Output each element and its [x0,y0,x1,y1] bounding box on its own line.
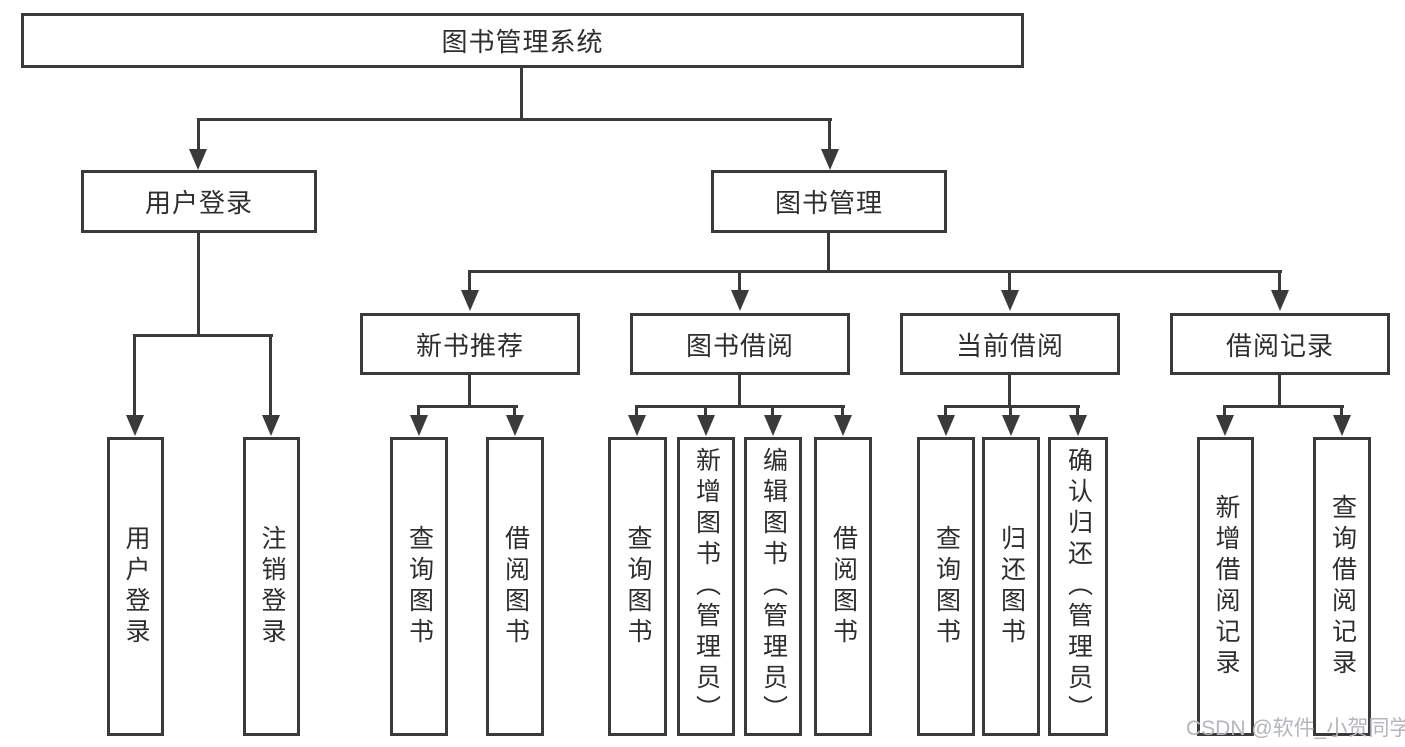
node-root-label: 图书管理系统 [441,27,604,57]
arrow-down-icon [834,415,852,436]
connector-line [269,334,272,418]
node-leaf-query-book-1: 查询图书 [390,437,448,736]
connector-line [417,405,420,418]
connector-line [468,270,1282,273]
connector-line [828,118,831,151]
node-leaf-return-book-label: 归还图书 [997,524,1026,649]
node-leaf-user-login: 用户登录 [107,437,164,736]
arrow-down-icon [262,415,280,436]
connector-line [704,405,707,418]
arrow-down-icon [697,415,715,436]
connector-line [197,118,200,151]
connector-line [133,334,273,337]
arrow-down-icon [1001,290,1019,311]
connector-line [771,405,774,418]
node-leaf-add-borrow-record: 新增借阅记录 [1197,437,1254,736]
node-leaf-borrow-book-2-label: 借阅图书 [829,524,858,649]
connector-line [635,405,845,408]
arrow-down-icon [628,415,646,436]
arrow-down-icon [506,415,524,436]
connector-line [944,405,1080,408]
node-book-borrow-label: 图书借阅 [685,330,794,361]
connector-line [1278,375,1281,408]
node-new-book-recommend: 新书推荐 [360,313,580,375]
connector-line [1278,270,1281,293]
connector-line [841,405,844,418]
node-leaf-logout-label: 注销登录 [258,524,286,649]
connector-line [197,233,200,336]
arrow-down-icon [1216,415,1234,436]
node-leaf-borrow-book-2: 借阅图书 [814,437,872,736]
node-leaf-query-book-2: 查询图书 [608,437,667,736]
connector-line [1076,405,1079,418]
connector-line [1223,405,1226,418]
connector-line [197,118,832,121]
node-leaf-borrow-book-1-label: 借阅图书 [501,524,530,649]
arrow-down-icon [126,415,144,436]
arrow-down-icon [410,415,428,436]
node-user-login: 用户登录 [81,170,317,233]
arrow-down-icon [189,149,207,170]
connector-line [1008,375,1011,408]
node-leaf-query-book-1-label: 查询图书 [405,524,434,649]
connector-line [738,375,741,408]
node-leaf-query-borrow-record: 查询借阅记录 [1313,437,1371,736]
node-leaf-logout: 注销登录 [243,437,300,736]
arrow-down-icon [731,290,749,311]
node-leaf-add-book-admin: 新增图书（管理员） [677,437,735,736]
node-leaf-query-book-2-label: 查询图书 [624,524,652,649]
node-borrow-records: 借阅记录 [1170,313,1390,375]
connector-line [944,405,947,418]
node-current-borrow-label: 当前借阅 [955,330,1064,361]
node-leaf-confirm-return-admin: 确认归还（管理员） [1048,437,1108,736]
node-leaf-user-login-label: 用户登录 [122,524,150,649]
node-leaf-add-borrow-record-label: 新增借阅记录 [1212,493,1240,680]
connector-line [513,405,516,418]
connector-line [827,233,830,273]
arrow-down-icon [821,149,839,170]
connector-line [1009,405,1012,418]
node-book-management-label: 图书管理 [774,188,883,218]
node-leaf-query-borrow-record-label: 查询借阅记录 [1328,493,1357,680]
arrow-down-icon [1333,415,1351,436]
node-leaf-query-book-3: 查询图书 [917,437,975,736]
node-root: 图书管理系统 [21,13,1024,68]
node-leaf-borrow-book-1: 借阅图书 [486,437,544,736]
connector-line [133,334,136,418]
arrow-down-icon [764,415,782,436]
node-leaf-add-book-admin-label: 新增图书（管理员） [692,447,721,726]
node-new-book-recommend-label: 新书推荐 [415,330,524,361]
connector-line [1223,405,1344,408]
node-book-management: 图书管理 [711,170,947,233]
connector-line [468,375,471,408]
node-user-login-label: 用户登录 [144,188,253,218]
connector-line [1008,270,1011,293]
csdn-watermark: CSDN @软件_小贺同学 [1186,717,1405,740]
node-borrow-records-label: 借阅记录 [1225,330,1334,361]
node-current-borrow: 当前借阅 [900,313,1120,375]
arrow-down-icon [937,415,955,436]
arrow-down-icon [1271,290,1289,311]
connector-line [468,270,471,293]
node-leaf-return-book: 归还图书 [982,437,1040,736]
node-leaf-query-book-3-label: 查询图书 [932,524,961,649]
connector-line [1340,405,1343,418]
node-leaf-confirm-return-admin-label: 确认归还（管理员） [1064,447,1093,726]
arrow-down-icon [461,290,479,311]
connector-line [417,405,518,408]
node-leaf-edit-book-admin: 编辑图书（管理员） [744,437,802,736]
arrow-down-icon [1069,415,1087,436]
connector-line [738,270,741,293]
connector-line [520,68,523,121]
connector-line [635,405,638,418]
node-book-borrow: 图书借阅 [630,313,850,375]
arrow-down-icon [1002,415,1020,436]
node-leaf-edit-book-admin-label: 编辑图书（管理员） [759,447,788,726]
